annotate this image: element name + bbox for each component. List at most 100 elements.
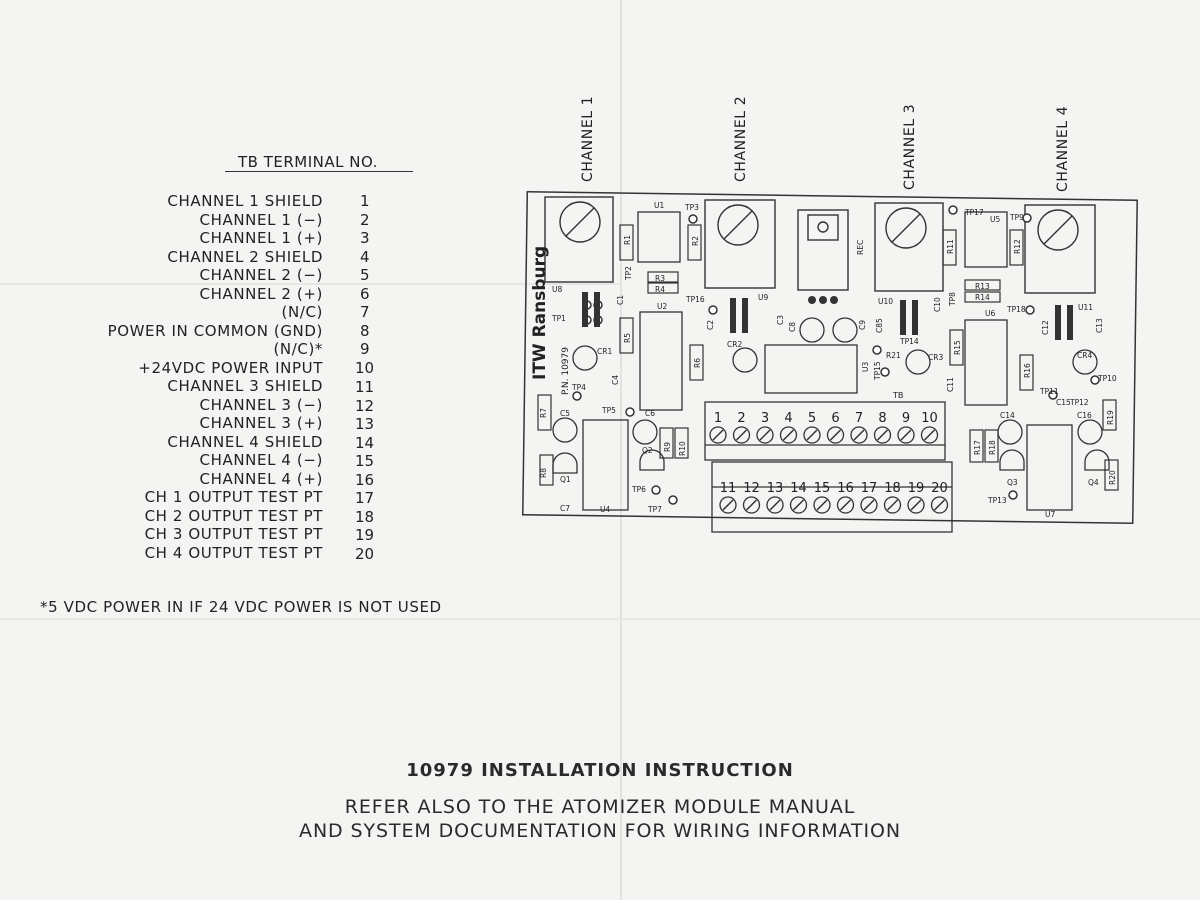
terminal-row-number: 5: [360, 266, 370, 284]
terminal-row-number: 17: [355, 489, 375, 507]
terminal-screw-slot: [933, 499, 946, 511]
component-label: Q1: [560, 475, 571, 484]
component-label: U9: [758, 293, 768, 302]
capacitor-c9: [832, 317, 858, 343]
terminal-number: 2: [737, 411, 745, 426]
trimpot-ch2: [704, 199, 776, 289]
terminal-number: 14: [790, 481, 807, 496]
component-label: R13: [975, 282, 990, 291]
component-label: R1: [623, 235, 632, 245]
terminal-number: 6: [831, 411, 839, 426]
component-label: C13: [1095, 318, 1104, 333]
component-label: TP18: [1006, 305, 1026, 314]
component-label: R19: [1106, 410, 1115, 425]
regulator: [797, 209, 849, 291]
terminal-table-underline: [225, 171, 413, 172]
terminal-row-label: CH 1 OUTPUT TEST PT: [144, 488, 323, 506]
component-label: TP15: [873, 361, 882, 381]
component-label: R8: [539, 468, 548, 478]
terminal-screw-slot: [722, 499, 734, 511]
component-label: C4: [611, 375, 620, 385]
terminal-block: [704, 401, 953, 533]
terminal-number: 19: [908, 481, 925, 496]
component-label: TP17: [964, 208, 984, 217]
component-label: R3: [655, 274, 665, 283]
terminal-screw-slot: [745, 499, 758, 511]
board-brand: ITW Ransburg: [530, 246, 550, 380]
terminal-screw: [930, 496, 949, 514]
component-label: C14: [1000, 411, 1015, 420]
component-label: TP10: [1097, 374, 1117, 383]
component-label: R20: [1108, 470, 1117, 485]
trimpot-ch1: [544, 196, 614, 283]
capacitor-cr3: [905, 349, 931, 375]
component-label: TP3: [684, 203, 699, 212]
component-label: C5: [560, 409, 570, 418]
paper-fold-vertical: [620, 0, 622, 900]
component-label: U8: [552, 285, 562, 294]
terminal-row-label: POWER IN COMMON (GND): [107, 321, 323, 340]
component-label: TP13: [987, 496, 1007, 505]
component-label: R5: [623, 333, 632, 343]
terminal-row-label: (N/C)*: [273, 340, 323, 358]
component-label: Q4: [1088, 478, 1099, 487]
terminal-screw: [756, 426, 774, 444]
subtitle-line-2: AND SYSTEM DOCUMENTATION FOR WIRING INFO…: [299, 820, 901, 842]
component-label: CR4: [1077, 351, 1092, 360]
transistor-q1: [552, 452, 578, 474]
terminal-screw-slot: [839, 499, 852, 511]
component-label: U2: [657, 302, 667, 311]
component-label: Q2: [642, 446, 653, 455]
terminal-row-number: 15: [355, 452, 375, 470]
paper-fold-horizontal-lower: [0, 618, 1200, 620]
component-label: U3: [861, 362, 870, 372]
capacitor-c14: [997, 419, 1023, 445]
terminal-row-label: CHANNEL 4 (+): [199, 469, 323, 488]
capacitor-cr2: [732, 347, 758, 373]
component-label: C12: [1041, 320, 1050, 335]
capacitor-c5: [552, 417, 578, 443]
component-label: TP2: [624, 266, 633, 281]
terminal-row-number: 4: [360, 247, 370, 266]
terminal-screw-slot: [735, 429, 748, 441]
component-label: C11: [946, 377, 955, 392]
terminal-row-number: 7: [360, 303, 370, 321]
terminal-screw: [803, 426, 821, 444]
terminal-row-label: CHANNEL 3 SHIELD: [167, 377, 323, 395]
component-label: TP14: [899, 337, 919, 346]
terminal-screw-slot: [910, 499, 922, 511]
transistor-q4: [1084, 449, 1110, 471]
ic-u7: [1026, 424, 1073, 511]
component-label: R9: [663, 442, 672, 452]
capacitor-c16: [1077, 419, 1103, 445]
component-label: R15: [953, 340, 962, 355]
ic-u4: [582, 419, 629, 511]
component-label: R16: [1023, 363, 1032, 378]
terminal-screw: [813, 496, 831, 514]
component-label: R6: [693, 358, 702, 368]
component-label: R7: [539, 408, 548, 418]
terminal-screw-slot: [792, 499, 805, 511]
terminal-row-number: 10: [355, 358, 375, 377]
component-label: U4: [600, 505, 610, 514]
component-label: U1: [654, 201, 664, 210]
terminal-screw-slot: [829, 429, 842, 441]
component-label: R11: [946, 239, 955, 254]
terminal-screw-slot: [886, 499, 899, 511]
component-label: TP7: [647, 505, 662, 514]
component-label: CR1: [597, 347, 612, 356]
terminal-row-label: CHANNEL 4 SHIELD: [167, 432, 323, 451]
component-label: TP6: [631, 485, 646, 494]
document-title: 10979 INSTALLATION INSTRUCTION: [406, 760, 794, 781]
terminal-screw: [719, 496, 737, 514]
terminal-screw: [883, 496, 902, 514]
terminal-row-number: 14: [355, 433, 375, 452]
component-label: R18: [988, 440, 997, 455]
terminal-row-number: 20: [355, 544, 375, 563]
component-label: C16: [1077, 411, 1092, 420]
capacitor-cr4: [1072, 349, 1098, 375]
terminal-number: 4: [784, 411, 792, 426]
subtitle-line-1: REFER ALSO TO THE ATOMIZER MODULE MANUAL: [344, 796, 856, 818]
